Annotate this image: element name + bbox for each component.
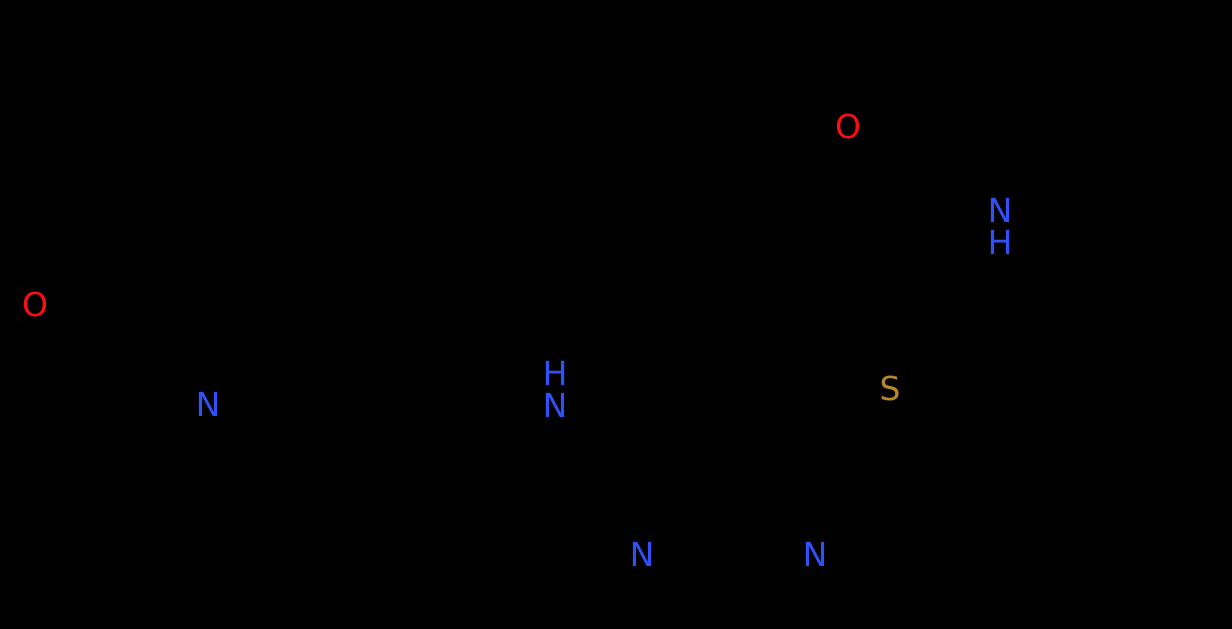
amide-nh-group: N H bbox=[987, 191, 1013, 262]
oxygen-atom-morpholine: O bbox=[22, 285, 48, 324]
nitrogen-label: N bbox=[542, 386, 568, 425]
nitrogen-atom-morpholine: N bbox=[195, 385, 221, 424]
nitrogen-label: N bbox=[987, 191, 1013, 230]
hydrogen-label: H bbox=[542, 354, 568, 393]
amine-nh-group: H N bbox=[542, 354, 568, 425]
nitrogen-atom-pyrimidine-2: N bbox=[802, 535, 828, 574]
hydrogen-label: H bbox=[987, 223, 1013, 262]
nitrogen-atom-pyrimidine-1: N bbox=[629, 535, 655, 574]
oxygen-atom-carbonyl: O bbox=[835, 107, 861, 146]
sulfur-atom-thiophene: S bbox=[879, 369, 901, 408]
